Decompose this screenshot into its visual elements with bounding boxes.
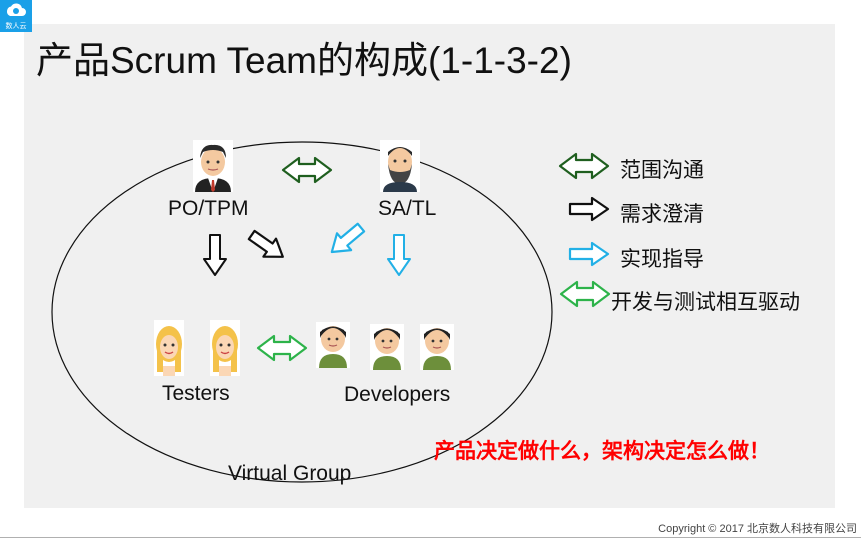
legend-item-clarify: 需求澄清 <box>620 203 704 226</box>
developers-label: Developers <box>344 383 451 406</box>
legend-icon-drive <box>559 280 611 308</box>
cloud-logo-icon <box>6 3 27 17</box>
developer-avatar <box>315 321 351 369</box>
po-tpm-label: PO/TPM <box>168 197 249 220</box>
sa-tl-label: SA/TL <box>378 197 437 220</box>
legend-item-guide: 实现指导 <box>620 248 704 271</box>
legend-icon-scope <box>558 152 610 180</box>
brand-logo: 数人云 <box>0 0 32 32</box>
virtual-group-ellipse <box>51 141 553 483</box>
tester-avatar <box>209 319 241 377</box>
po-developers-arrow <box>244 224 291 267</box>
testers-developers-double-arrow <box>256 334 308 362</box>
po-testers-arrow <box>203 234 227 276</box>
sa-tl-avatar <box>380 140 420 192</box>
logo-text: 数人云 <box>5 23 27 30</box>
developer-avatar <box>419 323 455 371</box>
slide-title: 产品Scrum Team的构成(1-1-3-2) <box>36 40 572 81</box>
footer-divider <box>0 537 861 538</box>
testers-label: Testers <box>162 382 230 405</box>
sa-developers-diag-arrow <box>323 218 370 262</box>
developer-avatar <box>369 323 405 371</box>
slogan-text: 产品决定做什么，架构决定怎么做！ <box>434 440 770 463</box>
tester-avatar <box>153 319 185 377</box>
slide-panel <box>24 24 835 508</box>
sa-developers-arrow <box>387 234 411 276</box>
legend-icon-clarify <box>568 196 610 222</box>
copyright-text: Copyright © 2017 北京数人科技有限公司 <box>658 523 857 535</box>
legend-icon-guide <box>568 241 610 267</box>
legend-item-scope: 范围沟通 <box>620 159 704 182</box>
virtual-group-label: Virtual Group <box>228 462 352 485</box>
po-sa-double-arrow <box>281 156 333 184</box>
legend-item-drive: 开发与测试相互驱动 <box>611 291 800 314</box>
po-tpm-avatar <box>193 140 233 192</box>
